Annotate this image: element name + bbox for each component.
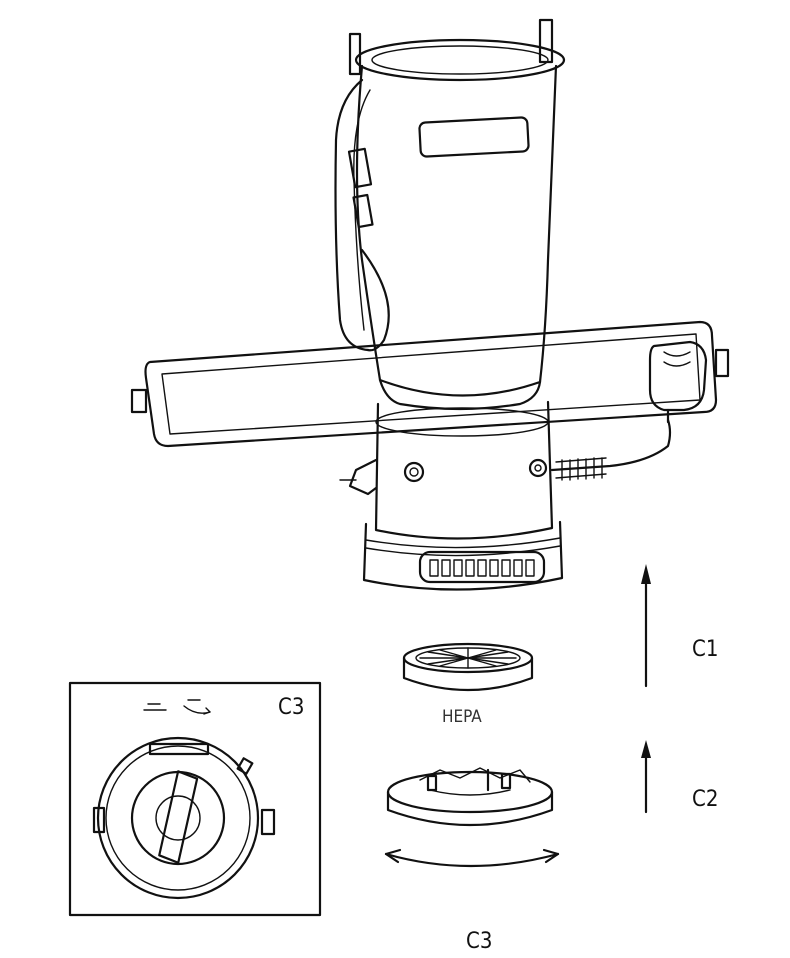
harness-board (130, 320, 730, 448)
hepa-label: HEPA (442, 707, 482, 727)
step-label-c2: C2 (692, 787, 718, 812)
arrow-c2 (641, 740, 651, 814)
arrow-c1 (641, 564, 651, 688)
screw-left (403, 461, 425, 483)
cover-top-view (92, 736, 276, 900)
base-ring (362, 520, 564, 591)
label-plate (418, 116, 530, 158)
inset-detail-box: C3 (68, 681, 322, 917)
step-label-c1: C1 (692, 637, 718, 662)
screw-right (528, 458, 548, 478)
shoulder-strap (334, 78, 390, 352)
motor-housing (339, 400, 554, 540)
filter-cover (386, 767, 554, 827)
plug (648, 340, 708, 412)
power-cord (550, 340, 708, 481)
hepa-filter (402, 642, 534, 692)
step-label-c3: C3 (466, 929, 492, 954)
lock-arrow-icon (143, 699, 211, 715)
inset-label: C3 (278, 695, 304, 720)
vent-grille (418, 550, 546, 584)
canister-body (348, 18, 566, 411)
rotation-arrow (384, 848, 560, 868)
vacuum-unit (130, 18, 730, 591)
